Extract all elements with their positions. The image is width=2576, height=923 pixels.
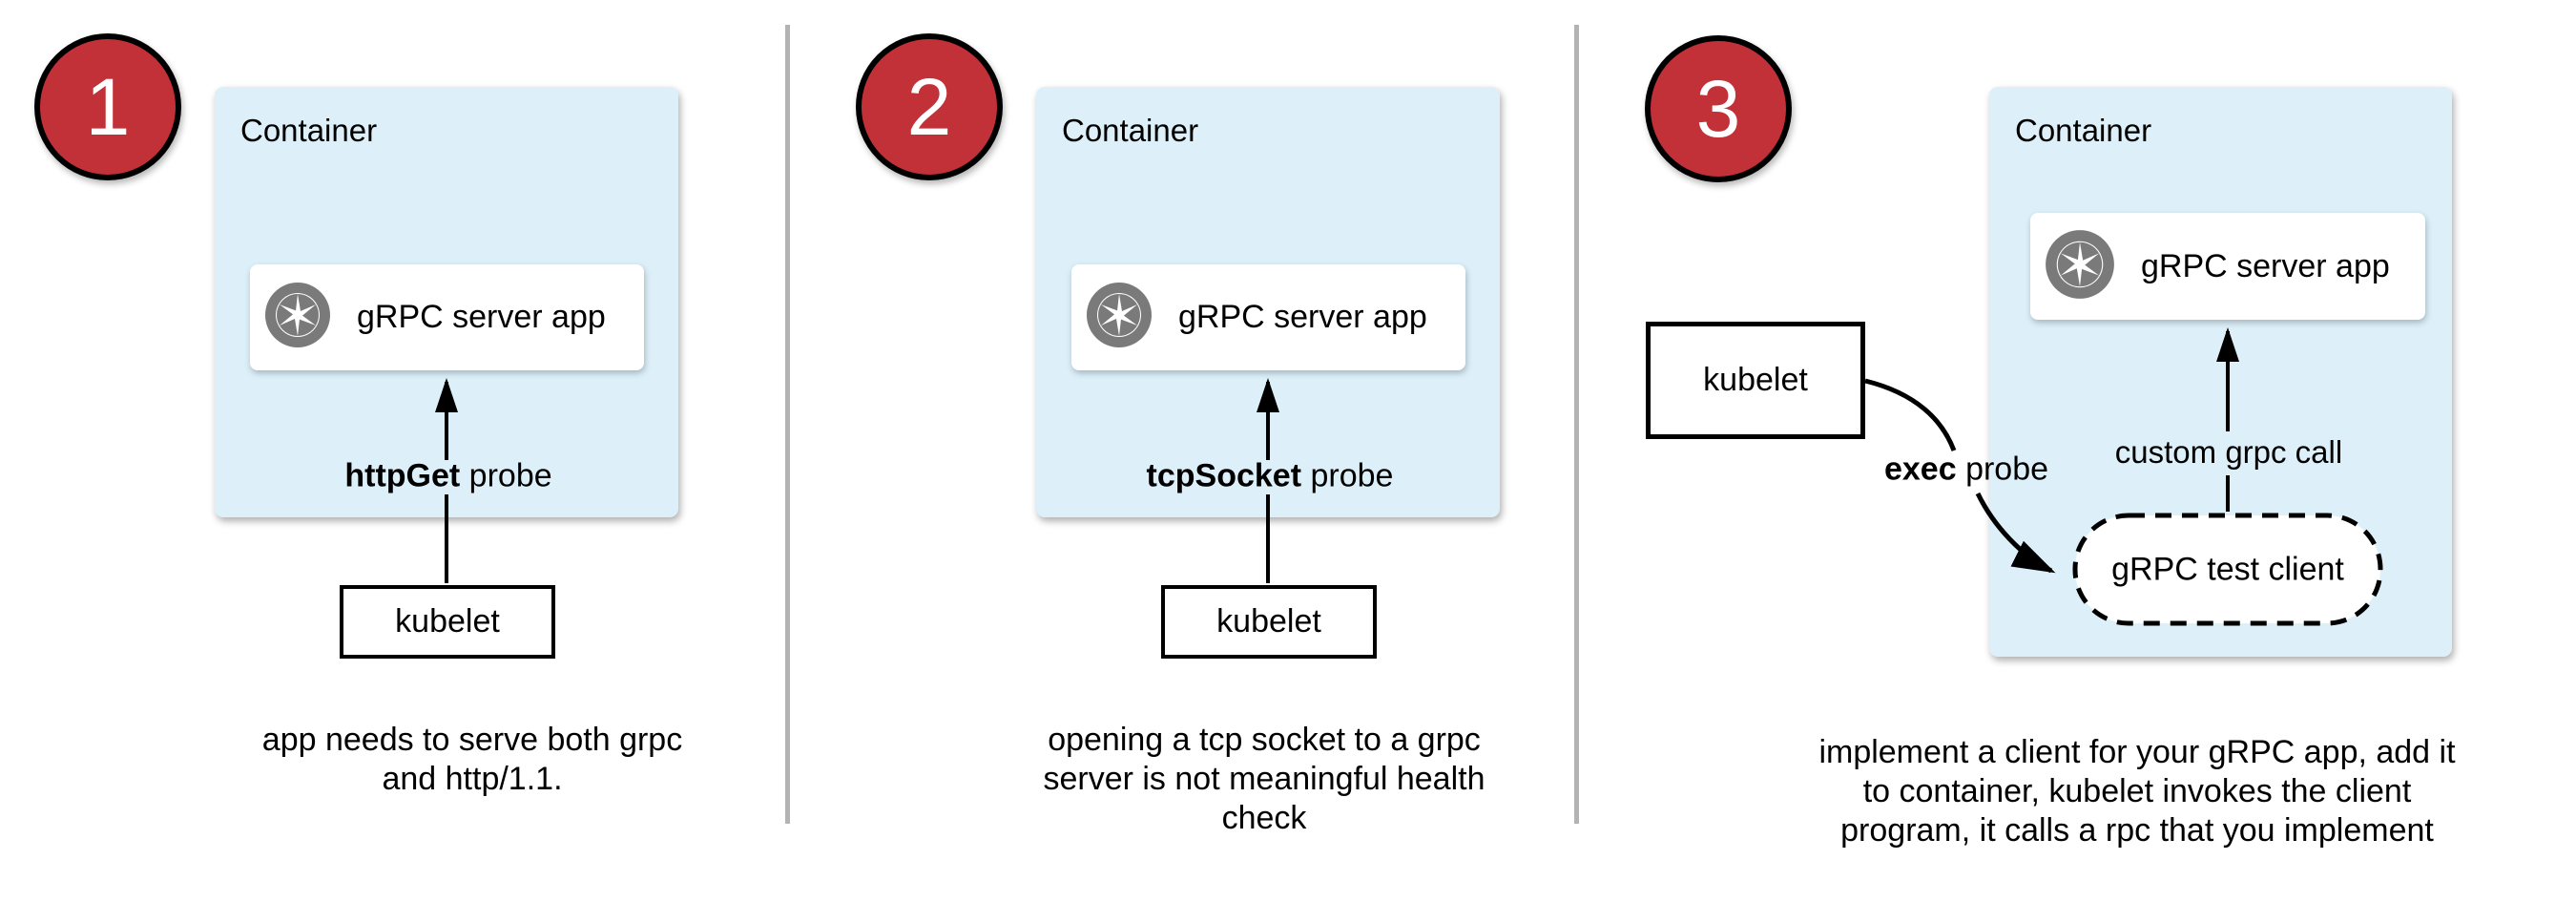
aperture-icon [263,281,332,354]
probe-word: probe [1301,457,1394,494]
caption-line: opening a tcp socket to a grpc [1048,722,1481,758]
grpc-server-app-box-1: gRPC server app [250,264,644,370]
probe-word: probe [460,457,552,494]
probe-label-1: httpGet probe [344,458,551,495]
divider-line-2 [1574,25,1579,824]
aperture-icon [1085,281,1153,354]
probe-type: tcpSocket [1146,457,1302,494]
kubelet-box-3: kubelet [1646,322,1865,439]
probe-type: exec [1883,451,1957,488]
grpc-test-client-label: gRPC test client [2111,551,2344,588]
exec-probe-curve-arrow [1975,492,2056,574]
step-number: 1 [85,62,131,152]
container-title: Container [1062,113,1199,148]
caption-line: app needs to serve both grpc [261,722,683,758]
kubelet-label: kubelet [1703,362,1808,398]
container-title: Container [2015,113,2152,148]
divider-line-1 [785,25,790,824]
caption-1: app needs to serve both grpc and http/1.… [224,721,720,799]
step-number: 3 [1695,64,1741,154]
probe-label-3: exec probe [1884,451,2048,489]
grpc-server-app-box-3: gRPC server app [2030,213,2425,320]
grpc-server-app-box-2: gRPC server app [1071,264,1465,370]
kubelet-label: kubelet [395,603,500,640]
custom-grpc-call-label: custom grpc call [2114,434,2343,470]
step-badge-1: 1 [34,33,181,180]
kubelet-box-1: kubelet [340,585,555,659]
probe-type: httpGet [344,457,461,494]
container-title: Container [240,113,378,148]
kubelet-box-2: kubelet [1161,585,1377,659]
grpc-server-app-label: gRPC server app [1178,299,1427,335]
caption-3: implement a client for your gRPC app, ad… [1803,733,2471,850]
caption-line: to container, kubelet invokes the client [1862,773,2412,809]
grpc-server-app-label: gRPC server app [357,299,606,335]
step-badge-3: 3 [1645,35,1792,182]
kubelet-label: kubelet [1216,603,1321,640]
caption-line: program, it calls a rpc that you impleme… [1840,812,2434,849]
caption-line: server is not meaningful health [1043,761,1485,797]
exec-probe-curve-upper [1864,378,1957,451]
step-badge-2: 2 [856,33,1003,180]
caption-line: check [1221,800,1307,836]
grpc-server-app-label: gRPC server app [2141,247,2390,284]
step-number: 2 [906,62,952,152]
caption-line: and http/1.1. [382,761,563,797]
probe-label-2: tcpSocket probe [1147,458,1394,495]
probe-word: probe [1956,451,2049,488]
caption-2: opening a tcp socket to a grpc server is… [1016,721,1512,838]
aperture-icon [2044,228,2116,305]
grpc-test-client-oval [2072,513,2383,626]
caption-line: implement a client for your gRPC app, ad… [1818,734,2456,770]
